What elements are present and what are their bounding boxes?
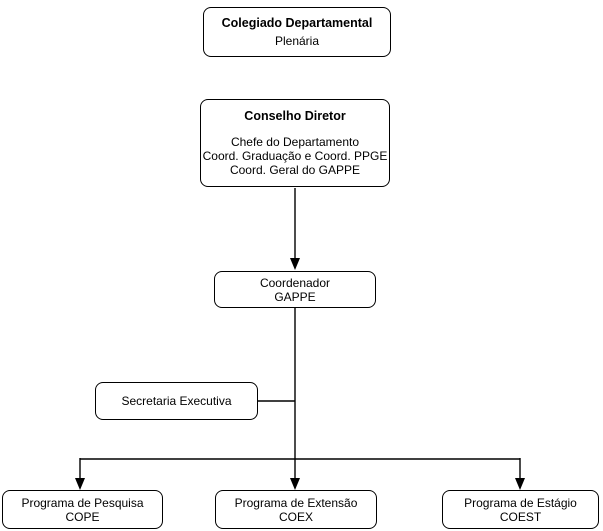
node-secretaria-title: Secretaria Executiva [121, 394, 232, 408]
node-programa-pesquisa: Programa de Pesquisa COPE [2, 490, 163, 529]
node-pesquisa-line1: Programa de Pesquisa [21, 495, 144, 510]
node-conselho-title: Conselho Diretor [244, 109, 346, 123]
arrowhead-coordenador [290, 258, 300, 270]
node-estagio-line2: COEST [499, 509, 542, 524]
node-colegiado-departamental: Colegiado Departamental Plenária [203, 7, 391, 57]
node-programa-extensao: Programa de Extensão COEX [215, 490, 377, 529]
node-conselho-diretor: Conselho Diretor Chefe do Departamento C… [200, 99, 390, 187]
node-estagio-line1: Programa de Estágio [464, 495, 577, 510]
node-coordenador-line2: GAPPE [274, 289, 316, 304]
arrowhead-pesquisa [75, 478, 85, 490]
node-extensao-line1: Programa de Extensão [234, 495, 358, 510]
node-coordenador-line1: Coordenador [259, 275, 331, 290]
node-programa-estagio: Programa de Estágio COEST [442, 490, 599, 529]
node-colegiado-subtitle: Plenária [274, 34, 320, 48]
arrowhead-estagio [515, 478, 525, 490]
node-extensao-line2: COEX [278, 509, 313, 524]
node-coordenador-gappe: Coordenador GAPPE [214, 271, 376, 308]
node-secretaria-executiva: Secretaria Executiva [95, 382, 258, 420]
node-pesquisa-line2: COPE [65, 509, 100, 524]
node-conselho-line1: Chefe do Departamento [230, 135, 360, 149]
node-conselho-line3: Coord. Geral do GAPPE [229, 163, 361, 177]
node-colegiado-title: Colegiado Departamental [221, 16, 373, 30]
arrowhead-extensao [290, 478, 300, 490]
node-conselho-line2: Coord. Graduação e Coord. PPGE [202, 149, 388, 163]
